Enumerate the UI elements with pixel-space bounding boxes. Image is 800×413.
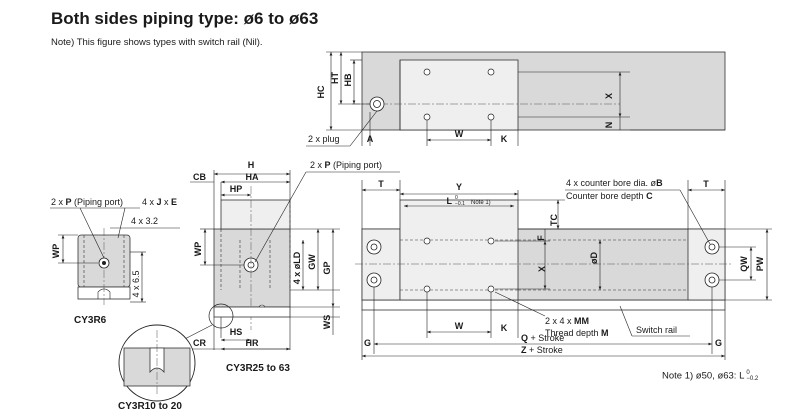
caption-cy3r6: CY3R6: [74, 315, 107, 326]
detail-view: CY3R10 to 20: [118, 303, 234, 412]
dim-k-front: K: [501, 323, 508, 333]
dim-hs: HS: [230, 327, 243, 337]
top-view: HC HT HB X N A W K 2 x plug: [306, 51, 726, 147]
caption-cy3r25: CY3R25 to 63: [226, 363, 290, 374]
dim-wp-small: WP: [51, 244, 61, 259]
dim-k-top: K: [501, 134, 508, 144]
front-right-endcap: [687, 228, 726, 301]
cy3r6-piping-label: 2 x P (Piping port): [51, 197, 123, 207]
footnote-tol-upper: 0: [746, 370, 750, 376]
switch-rail-label: Switch rail: [636, 325, 677, 335]
dim-ht: HT: [330, 72, 340, 84]
page-title: Both sides piping type: ø6 to ø63: [51, 9, 319, 28]
dim-q: Q + Stroke: [521, 333, 564, 343]
dim-qw: QW: [739, 256, 749, 272]
dim-w-top: W: [455, 129, 464, 139]
dim-cb: CB: [193, 172, 206, 182]
dim-t-left: T: [378, 179, 384, 189]
dim-hp: HP: [230, 184, 243, 194]
dim-l: L: [447, 196, 453, 206]
top-view-slide-table: [399, 59, 519, 131]
plug-label: 2 x plug: [308, 134, 340, 144]
dim-g-left: G: [364, 338, 371, 348]
side-view-slide-table: [220, 199, 291, 230]
bore-label-1: 4 x counter bore dia. øB: [566, 178, 663, 188]
dim-tc: TC: [549, 214, 559, 226]
dim-h: H: [248, 160, 255, 170]
piping-port-icon-small: [98, 257, 110, 269]
front-view: T T Y L 0 −0.1 Note 1) TC F X øD 4 x cou…: [355, 178, 772, 360]
plug-icon: [369, 96, 385, 112]
dim-4x32: 4 x 3.2: [131, 216, 158, 226]
cy3r6-thread-label: 4 x J x E: [142, 197, 177, 207]
dim-hb: HB: [343, 73, 353, 86]
dim-l-tol-lower: −0.1: [455, 201, 465, 207]
caption-cy3r10: CY3R10 to 20: [118, 401, 182, 412]
side-view: H CB HA HP 2 x P (Piping port) WP 4 x øL…: [190, 160, 400, 374]
mm-label-2: Thread depth M: [545, 328, 609, 338]
front-view-rail: [361, 299, 726, 311]
dim-w-front: W: [455, 321, 464, 331]
dim-gp: GP: [322, 261, 332, 274]
dim-g-right: G: [715, 338, 722, 348]
dim-wp-side: WP: [193, 242, 203, 257]
mm-label-1: 2 x 4 x MM: [545, 316, 589, 326]
dim-4x65: 4 x 6.5: [131, 270, 141, 297]
side-view-rail: [213, 306, 291, 318]
footnote-tol-lower: −0.2: [746, 376, 759, 382]
dim-t-right: T: [703, 179, 709, 189]
dim-hc: HC: [316, 85, 326, 98]
dim-cr: CR: [193, 338, 206, 348]
dim-x-top: X: [604, 93, 614, 99]
front-slide-table: [399, 199, 519, 301]
counter-bore-holes: [366, 239, 720, 288]
side-piping-label: 2 x P (Piping port): [310, 160, 382, 170]
dim-d: øD: [589, 252, 599, 264]
dim-hr: HR: [246, 338, 259, 348]
dim-z: Z + Stroke: [521, 345, 563, 355]
dim-y: Y: [456, 182, 462, 192]
dim-l-tol-upper: 0: [455, 195, 458, 201]
figure-note: Note) This figure shows types with switc…: [51, 37, 263, 48]
dim-n: N: [604, 122, 614, 129]
dim-ws: WS: [322, 315, 332, 330]
dim-x-front: X: [537, 266, 547, 272]
dim-a: A: [367, 134, 374, 144]
front-left-endcap: [361, 228, 401, 301]
dim-ha: HA: [246, 172, 259, 182]
dim-ld: 4 x øLD: [292, 251, 302, 284]
dim-pw: PW: [755, 256, 765, 271]
bore-label-2: Counter bore depth C: [566, 191, 653, 201]
dim-l-note: Note 1): [471, 200, 491, 206]
dim-f: F: [536, 235, 546, 241]
dim-gw: GW: [307, 254, 317, 270]
cy3r6-view: 2 x P (Piping port) 4 x J x E 4 x 3.2 4 …: [50, 197, 180, 326]
footnote-text: Note 1) ø50, ø63: L: [662, 370, 745, 382]
